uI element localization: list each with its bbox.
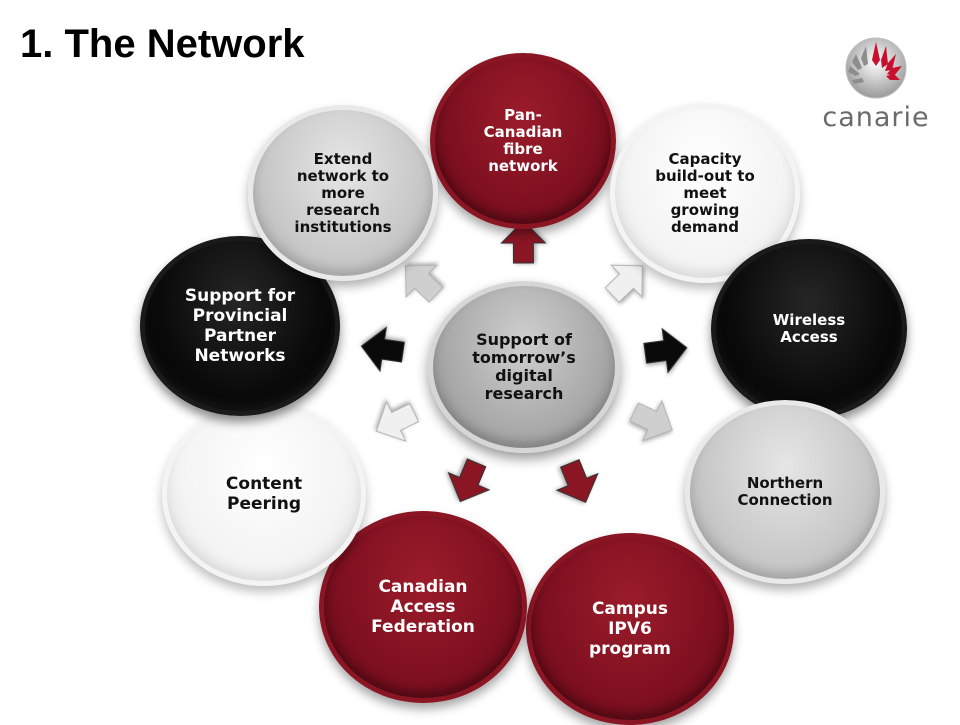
node-label: Northern Connection <box>737 474 833 509</box>
arrow-to-wireless <box>643 327 688 374</box>
node-wireless: Wireless Access <box>711 239 907 419</box>
node-northern: Northern Connection <box>685 400 885 584</box>
node-pan-canadian: Pan- Canadian fibre network <box>430 53 616 229</box>
center-label: Support of tomorrow’s digital research <box>472 330 576 403</box>
arrow-to-campus-ipv6 <box>555 459 599 503</box>
node-access-federation: Canadian Access Federation <box>319 511 527 703</box>
node-label: Support for Provincial Partner Networks <box>184 286 296 366</box>
arrow-to-capacity <box>604 264 643 303</box>
arrow-to-extend <box>405 264 444 303</box>
node-content-peering: Content Peering <box>162 402 366 586</box>
canarie-wordmark: canarie <box>822 102 930 133</box>
center-circle: Support of tomorrow’s digital research <box>428 281 620 453</box>
arrow-to-northern <box>629 399 673 442</box>
node-label: Pan- Canadian fibre network <box>483 106 563 175</box>
node-label: Extend network to more research institut… <box>294 149 392 236</box>
node-label: Wireless Access <box>772 311 846 346</box>
node-label: Capacity build-out to meet growing deman… <box>655 149 755 236</box>
arrow-to-access-federation <box>447 458 491 503</box>
arrow-to-pan-canadian <box>500 220 547 264</box>
arrow-to-provincial <box>360 326 405 373</box>
node-label: Canadian Access Federation <box>371 577 475 637</box>
node-label: Campus IPV6 program <box>589 599 671 659</box>
slide-title: 1. The Network <box>20 22 305 66</box>
node-label: Content Peering <box>225 474 303 514</box>
canarie-leaf-icon <box>845 37 907 99</box>
canarie-logo: canarie <box>812 30 940 134</box>
arrow-to-content-peering <box>375 400 420 443</box>
node-campus-ipv6: Campus IPV6 program <box>526 533 734 725</box>
node-extend: Extend network to more research institut… <box>248 105 438 281</box>
